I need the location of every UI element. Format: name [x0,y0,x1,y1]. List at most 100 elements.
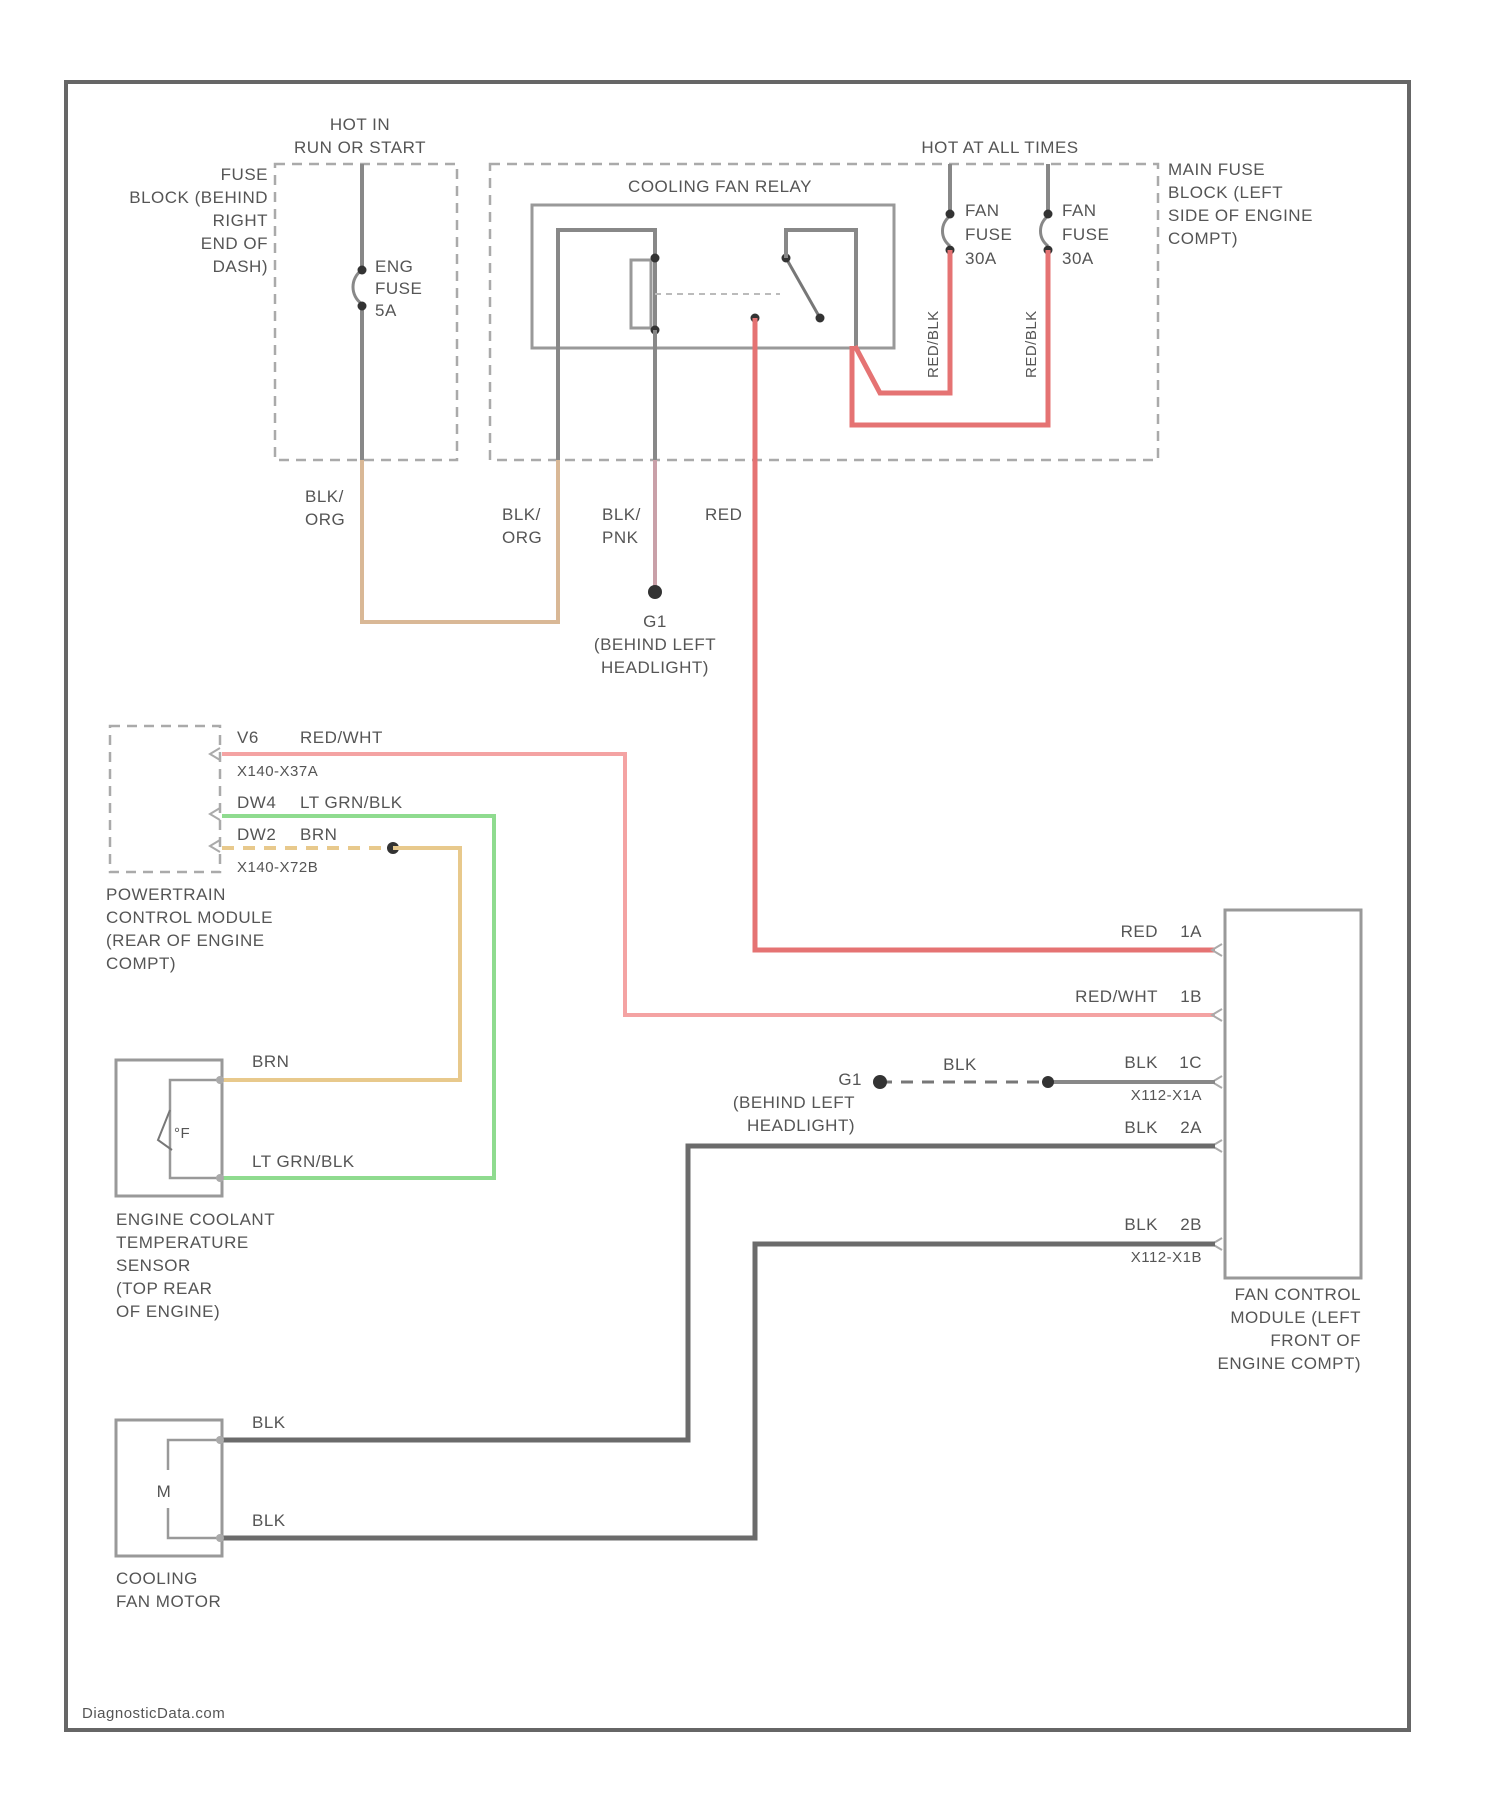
svg-text:CONTROL MODULE: CONTROL MODULE [106,908,273,927]
pcm-pin-dw2: DW2 [237,825,276,844]
pcm-wire-brn-label: BRN [300,825,337,844]
ect-brn-wire-label: BRN [252,1052,289,1071]
fcm-pin-1a: 1A [1180,922,1202,941]
pcm-wire-red-wht-label: RED/WHT [300,728,383,747]
red-blk-wire-b-label: RED/BLK [1023,310,1040,378]
svg-text:DASH): DASH) [213,257,268,276]
pcm-label: POWERTRAIN CONTROL MODULE (REAR OF ENGIN… [106,885,273,973]
svg-text:END OF: END OF [201,234,268,253]
fcm-ground-splice [1042,1076,1054,1088]
red-wire-label: RED [705,505,742,524]
diagram-frame [66,82,1409,1730]
relay-switch-terminal-b [816,314,825,323]
svg-text:POWERTRAIN: POWERTRAIN [106,885,226,904]
svg-text:G1: G1 [838,1070,862,1089]
ect-thermistor-symbol: °F [174,1125,190,1142]
hot-in-label: HOT IN [330,115,390,134]
svg-text:FAN CONTROL: FAN CONTROL [1235,1285,1361,1304]
eng-fuse-terminal-bottom [358,302,367,311]
svg-text:ENGINE COMPT): ENGINE COMPT) [1218,1354,1361,1373]
fan-control-module-box [1225,910,1361,1278]
ground-g1-upper-icon [648,585,662,599]
pcm-outline [110,726,220,872]
main-fuse-block-outline [490,164,1158,460]
fcm-pin-1b: 1B [1180,987,1202,1006]
svg-text:(BEHIND LEFT: (BEHIND LEFT [733,1093,855,1112]
motor-internal-wire [168,1440,220,1538]
fan-motor-icon: M [157,1482,172,1501]
svg-text:COOLING: COOLING [116,1569,198,1588]
svg-text:PNK: PNK [602,528,639,547]
pcm-wire-lt-grn-blk-label: LT GRN/BLK [300,793,403,812]
svg-text:FUSE: FUSE [375,279,422,298]
svg-text:OF ENGINE): OF ENGINE) [116,1302,220,1321]
fan-fuse-a-terminal-top [946,210,955,219]
main-fuse-block-label: MAIN FUSE BLOCK (LEFT SIDE OF ENGINE COM… [1168,160,1313,248]
svg-text:FAN: FAN [965,201,1000,220]
svg-text:FUSE: FUSE [1062,225,1109,244]
svg-text:(REAR OF ENGINE: (REAR OF ENGINE [106,931,265,950]
hot-at-all-times-label: HOT AT ALL TIMES [921,138,1078,157]
svg-text:BLK/: BLK/ [602,505,641,524]
footer-watermark: DiagnosticData.com [82,1705,225,1722]
svg-text:SIDE OF ENGINE: SIDE OF ENGINE [1168,206,1313,225]
svg-text:(TOP REAR: (TOP REAR [116,1279,212,1298]
fcm-ground-wire-label: BLK [943,1055,977,1074]
fcm-pin-1c: 1C [1179,1053,1202,1072]
blk-pnk-wire-label: BLK/ PNK [602,505,641,547]
svg-text:FAN: FAN [1062,201,1097,220]
fan-fuse-b-icon [1041,216,1049,246]
ect-lt-grn-blk-wire-label: LT GRN/BLK [252,1152,355,1171]
svg-text:ORG: ORG [305,510,345,529]
svg-text:FRONT OF: FRONT OF [1270,1331,1361,1350]
relay-coil-terminal-top [651,254,660,263]
pcm-pin-dw4-connector-icon [210,808,220,820]
svg-text:BLK/: BLK/ [305,487,344,506]
svg-text:HEADLIGHT): HEADLIGHT) [601,658,709,677]
fcm-pin-2b: 2B [1180,1215,1202,1234]
fcm-red-wire-label: RED [1121,922,1158,941]
svg-text:G1: G1 [643,612,667,631]
red-wire-to-fcm-1a [755,318,1215,950]
fcm-pin-connectors [1212,944,1222,1250]
svg-text:ENGINE COOLANT: ENGINE COOLANT [116,1210,275,1229]
svg-text:MAIN FUSE: MAIN FUSE [1168,160,1265,179]
ect-terminal-bottom [216,1174,224,1182]
pcm-connector-x140-x37a: X140-X37A [237,763,318,780]
cooling-fan-motor-label: COOLING FAN MOTOR [116,1569,221,1611]
svg-text:SENSOR: SENSOR [116,1256,191,1275]
svg-text:HEADLIGHT): HEADLIGHT) [747,1116,855,1135]
svg-text:5A: 5A [375,301,397,320]
pcm-pin-dw2-connector-icon [210,840,220,852]
fcm-blk-wire-2a-label: BLK [1124,1118,1158,1137]
motor-terminal-top [216,1436,224,1444]
eng-fuse-label: ENG FUSE 5A [375,257,422,320]
cooling-fan-relay-box [532,205,894,348]
svg-text:TEMPERATURE: TEMPERATURE [116,1233,249,1252]
svg-text:BLOCK (LEFT: BLOCK (LEFT [1168,183,1283,202]
svg-text:(BEHIND LEFT: (BEHIND LEFT [594,635,716,654]
fuse-block-cab-outline [275,164,457,460]
motor-terminal-bottom [216,1534,224,1542]
fan-control-module-label: FAN CONTROL MODULE (LEFT FRONT OF ENGINE… [1218,1285,1361,1373]
eng-fuse-icon [353,270,362,304]
fan-fuse-a-icon [943,216,951,246]
motor-blk-wire-top-label: BLK [252,1413,286,1432]
brn-wire [220,848,460,1080]
svg-text:30A: 30A [965,249,997,268]
fuse-block-cab-label: FUSE BLOCK (BEHIND RIGHT END OF DASH) [129,165,268,276]
fcm-connector-x112-x1a: X112-X1A [1131,1087,1202,1104]
fan-fuse-b-label: FAN FUSE 30A [1062,201,1109,268]
svg-text:FAN MOTOR: FAN MOTOR [116,1592,221,1611]
ect-sensor-label: ENGINE COOLANT TEMPERATURE SENSOR (TOP R… [116,1210,275,1321]
svg-text:FUSE: FUSE [965,225,1012,244]
fcm-blk-wire-2b-label: BLK [1124,1215,1158,1234]
ground-g1-upper-label: G1 (BEHIND LEFT HEADLIGHT) [594,612,716,677]
svg-text:ENG: ENG [375,257,413,276]
svg-text:RIGHT: RIGHT [213,211,268,230]
red-blk-wire-a-label: RED/BLK [925,310,942,378]
svg-text:BLK/: BLK/ [502,505,541,524]
svg-text:MODULE (LEFT: MODULE (LEFT [1230,1308,1361,1327]
